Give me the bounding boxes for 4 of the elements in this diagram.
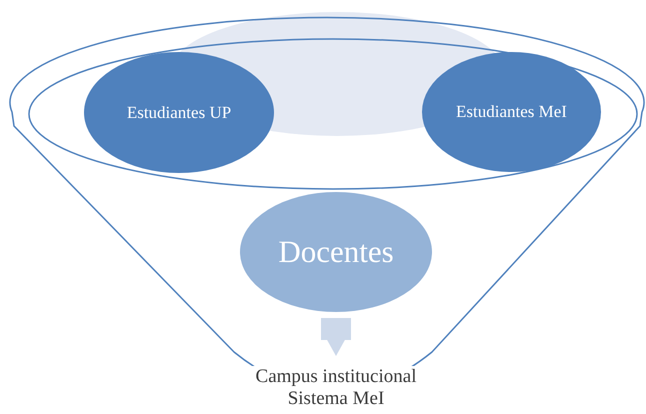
ellipse-node: Docentes [240,192,432,312]
ellipse-node: Estudiantes UP [84,52,274,173]
ellipse-node: Estudiantes MeI [422,52,601,172]
block-arrow [321,318,351,356]
